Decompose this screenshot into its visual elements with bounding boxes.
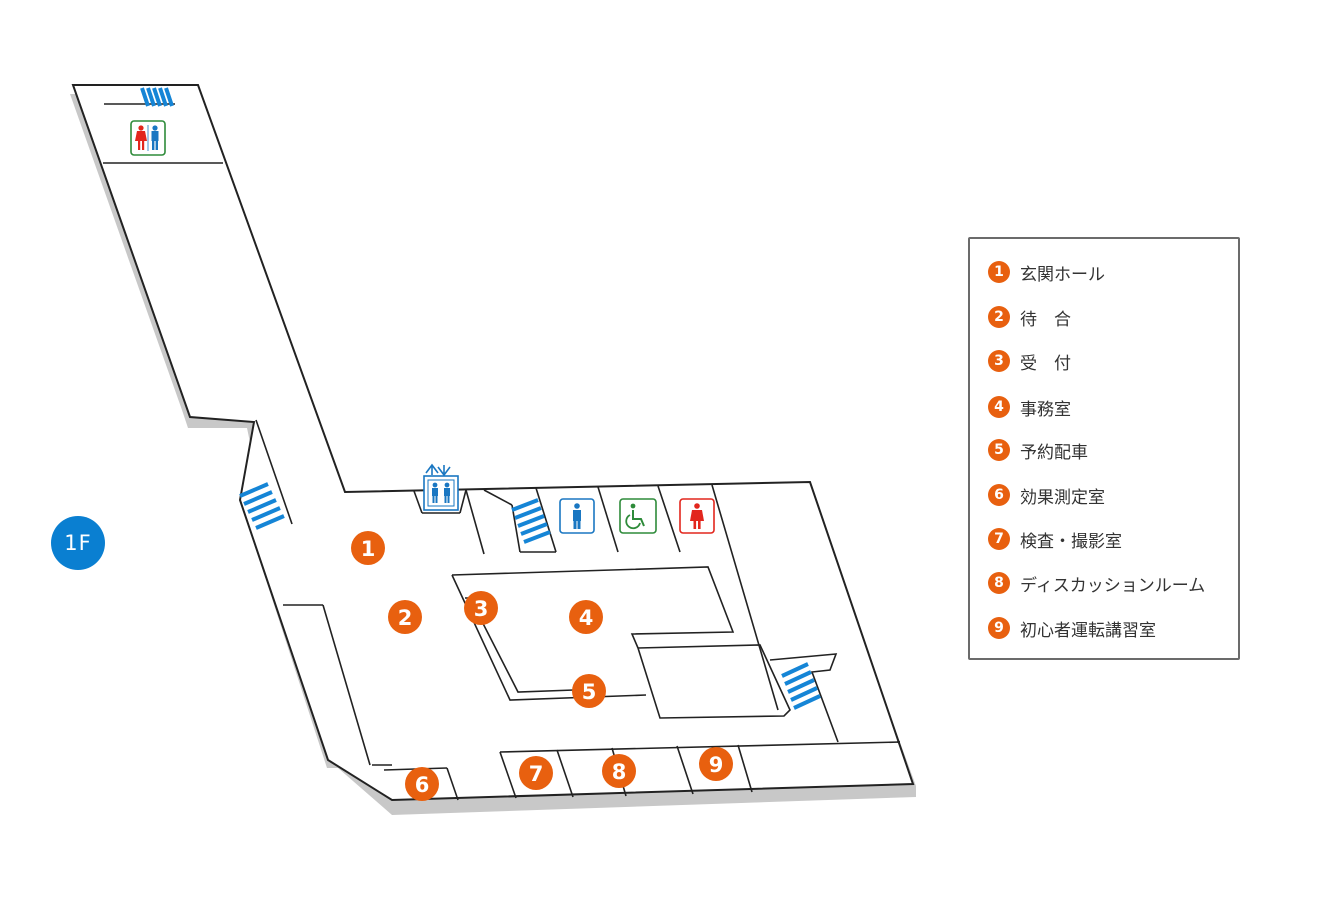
svg-text:5: 5 (582, 680, 597, 704)
svg-text:6: 6 (415, 773, 430, 797)
stairs-icon (781, 662, 821, 710)
room-marker-8: 8 (602, 754, 636, 788)
legend-item: 3 受 付 (988, 349, 1071, 374)
legend-item: 4 事務室 (988, 395, 1071, 420)
stairs-icon (140, 87, 174, 107)
svg-text:9: 9 (709, 753, 724, 777)
legend-item: 6 効果測定室 (988, 483, 1105, 508)
legend-number: 9 (988, 617, 1010, 639)
room-marker-9: 9 (699, 747, 733, 781)
room-marker-3: 3 (464, 591, 498, 625)
legend-number: 1 (988, 261, 1010, 283)
elevator-icon (423, 463, 459, 511)
svg-text:2: 2 (398, 606, 413, 630)
stairs-icon (239, 482, 285, 530)
legend-number: 2 (988, 306, 1010, 328)
restroom-icon (130, 120, 166, 156)
legend: 1 玄関ホール 2 待 合 3 受 付 4 事務室 5 予約配車 6 効果測定室… (968, 237, 1240, 660)
stairs-icon (511, 498, 551, 544)
legend-label: ディスカッションルーム (1020, 575, 1206, 596)
female-restroom-icon (679, 498, 715, 534)
legend-number: 6 (988, 484, 1010, 506)
legend-item: 5 予約配車 (988, 438, 1088, 463)
legend-label: 予約配車 (1020, 442, 1088, 463)
legend-item: 7 検査・撮影室 (988, 527, 1122, 552)
svg-text:8: 8 (612, 760, 627, 784)
room-marker-6: 6 (405, 767, 439, 801)
floor-label: 1F (64, 531, 92, 555)
legend-item: 9 初心者運転講習室 (988, 616, 1156, 641)
legend-number: 4 (988, 396, 1010, 418)
legend-label: 効果測定室 (1020, 487, 1105, 508)
legend-label: 待 合 (1020, 309, 1071, 330)
floor-badge: 1F (51, 516, 105, 570)
male-restroom-icon (559, 498, 595, 534)
svg-text:1: 1 (361, 537, 376, 561)
room-marker-2: 2 (388, 600, 422, 634)
room-marker-4: 4 (569, 600, 603, 634)
legend-label: 受 付 (1020, 353, 1071, 374)
accessible-restroom-icon (619, 498, 657, 534)
legend-item: 8 ディスカッションルーム (988, 571, 1206, 596)
legend-number: 3 (988, 350, 1010, 372)
floor-outline (71, 84, 915, 802)
legend-label: 玄関ホール (1020, 264, 1105, 285)
legend-item: 1 玄関ホール (988, 260, 1105, 285)
room-markers: 1 2 3 4 5 6 7 8 (351, 531, 733, 801)
room-marker-7: 7 (519, 756, 553, 790)
legend-label: 初心者運転講習室 (1020, 620, 1156, 641)
legend-number: 7 (988, 528, 1010, 550)
room-marker-5: 5 (572, 674, 606, 708)
svg-text:3: 3 (474, 597, 489, 621)
legend-number: 8 (988, 572, 1010, 594)
room-marker-1: 1 (351, 531, 385, 565)
legend-item: 2 待 合 (988, 305, 1071, 330)
legend-label: 検査・撮影室 (1020, 531, 1122, 552)
svg-text:4: 4 (579, 606, 594, 630)
svg-text:7: 7 (529, 762, 544, 786)
legend-label: 事務室 (1020, 399, 1071, 420)
legend-number: 5 (988, 439, 1010, 461)
